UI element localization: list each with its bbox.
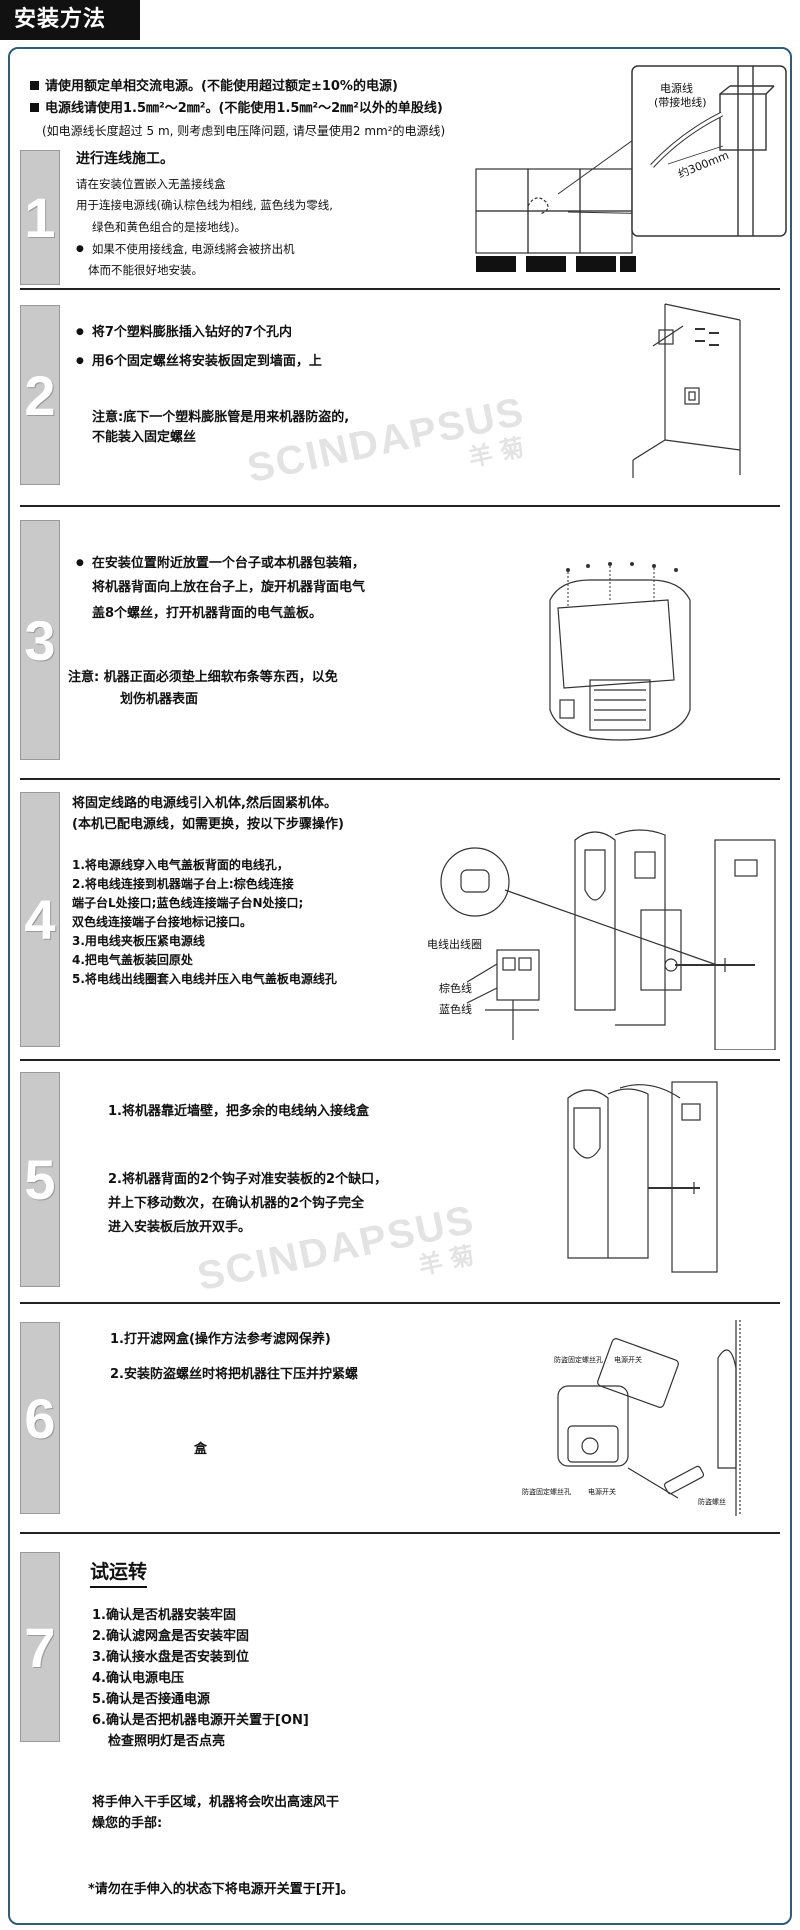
divider [20, 1532, 780, 1534]
step2-diagram [632, 303, 741, 478]
step7-line-1: 1.确认是否机器安装牢固 [92, 1608, 236, 1623]
step6-line-1: 1.打开滤网盒(操作方法参考滤网保养) [110, 1332, 331, 1347]
step4-line-2: (本机已配电源线，如需更换，按以下步骤操作) [72, 817, 344, 832]
step5-line-3: 并上下移动数次，在确认机器的2个钩子完全 [108, 1196, 365, 1211]
step3-line-1: 在安装位置附近放置一个台子或本机器包装箱， [76, 552, 365, 575]
step3-line-4: 注意: 机器正面必须垫上细软布条等东西，以免 [68, 670, 338, 685]
intro-line-1: 请使用额定单相交流电源。(不能使用超过额定±10%的电源) [30, 76, 550, 98]
step4-line-3: 1.将电源线穿入电气盖板背面的电线孔， [72, 858, 289, 872]
label-antitheft-hole-top: 防盗固定螺丝孔 [554, 1355, 603, 1364]
step6-line-3: 盒 [194, 1442, 208, 1457]
square-bullet-icon [30, 103, 39, 112]
step7-line-9: 燥您的手部: [92, 1816, 163, 1831]
step-number-7: 7 [20, 1552, 60, 1742]
cable-label-sub: (带接地线) [654, 95, 707, 109]
label-power-switch-top: 电源开关 [614, 1355, 642, 1364]
step7-line-4: 4.确认电源电压 [92, 1671, 184, 1686]
intro-line-3: (如电源线长度超过 5 m, 则考虑到电压降问题, 请尽量使用2 mm²的电源线… [42, 124, 446, 138]
label-antitheft-hole-bottom: 防盗固定螺丝孔 [522, 1487, 571, 1496]
step-number-6: 6 [20, 1322, 60, 1514]
step7-line-2: 2.确认滤网盒是否安装牢固 [92, 1629, 249, 1644]
step4-line-5: 端子台L处接口;蓝色线连接端子台N处接口; [72, 896, 304, 910]
step5-diagram [567, 1081, 718, 1273]
cable-label: 电源线 [660, 81, 693, 95]
step3-diagram [549, 562, 691, 741]
step7-warning: *请勿在手伸入的状态下将电源开关置于[开]。 [88, 1882, 354, 1897]
step5-line-1: 1.将机器靠近墙壁，把多余的电线纳入接线盒 [108, 1104, 369, 1119]
step4-line-4: 2.将电线连接到机器端子台上:棕色线连接 [72, 877, 294, 891]
step1-line-5: 体而不能很好地安装。 [88, 263, 203, 277]
step4-line-6: 双色线连接端子台接地标记接口。 [72, 915, 253, 929]
step7-line-6: 6.确认是否把机器电源开关置于[ON] [92, 1713, 309, 1728]
label-brown-wire: 棕色线 [439, 981, 472, 995]
step-number-4: 4 [20, 792, 60, 1047]
square-bullet-icon [30, 81, 39, 90]
step1-line-3: 绿色和黄色组合的是接地线)。 [92, 220, 246, 234]
step3-line-3: 盖8个螺丝，打开机器背面的电气盖板。 [92, 606, 323, 621]
step-number-2: 2 [20, 305, 60, 485]
content-frame [8, 47, 792, 1925]
intro-notes: 请使用额定单相交流电源。(不能使用超过额定±10%的电源) 电源线请使用1.5㎜… [30, 76, 550, 142]
step7-line-7: 检查照明灯是否点亮 [108, 1734, 226, 1749]
step3-line-5: 划伤机器表面 [120, 692, 199, 707]
step4-line-8: 4.把电气盖板装回原处 [72, 953, 193, 967]
step4-line-7: 3.用电线夹板压紧电源线 [72, 934, 205, 948]
step2-line-2: 用6个固定螺丝将安装板固定到墙面，上 [76, 352, 322, 371]
step1-title: 进行连线施工。 [76, 151, 174, 167]
step4-line-1: 将固定线路的电源线引入机体,然后固紧机体。 [72, 796, 337, 811]
step2-line-4: 不能装入固定螺丝 [92, 430, 197, 445]
step7-line-3: 3.确认接水盘是否安装到位 [92, 1650, 249, 1665]
step1-line-4: 如果不使用接线盒, 电源线將会被挤出机 [76, 239, 295, 260]
step-number-1: 1 [20, 150, 60, 285]
step5-line-4: 进入安装板后放开双手。 [108, 1220, 252, 1235]
label-power-switch-bottom: 电源开关 [588, 1487, 616, 1496]
step7-line-8: 将手伸入干手区域，机器将会吹出高速风干 [92, 1795, 340, 1810]
step1-diagram: 约300mm 电源线 (带接地线) [475, 65, 787, 272]
page-title: 安装方法 [0, 0, 140, 40]
step2-line-1: 将7个塑料膨胀插入钻好的7个孔内 [76, 323, 292, 342]
step6-diagram: 防盗固定螺丝孔 电源开关 防盗固定螺丝孔 电源开关 防盗螺丝 [522, 1320, 741, 1516]
divider [20, 505, 780, 507]
step1-line-2: 用于连接电源线(确认棕色线为相线, 蓝色线为零线, [76, 198, 333, 212]
step-number-3: 3 [20, 520, 60, 760]
step7-line-5: 5.确认是否接通电源 [92, 1692, 210, 1707]
step4-diagram: 电线出线圈 棕色线 蓝色线 [427, 829, 776, 1050]
label-blue-wire: 蓝色线 [439, 1002, 472, 1016]
step7-heading: 试运转 [90, 1557, 148, 1588]
divider [20, 288, 780, 290]
step1-line-1: 请在安装位置嵌入无盖接线盒 [76, 177, 226, 191]
divider [20, 1059, 780, 1061]
step2-line-3: 注意:底下一个塑料膨胀管是用来机器防盗的, [92, 410, 350, 425]
step6-line-2: 2.安装防盗螺丝时将把机器往下压并拧紧螺 [110, 1367, 358, 1382]
divider [20, 1302, 780, 1304]
step3-line-2: 将机器背面向上放在台子上，旋开机器背面电气 [92, 580, 366, 595]
label-antitheft-screw: 防盗螺丝 [698, 1497, 726, 1506]
step4-line-9: 5.将电线出线圈套入电线并压入电气盖板电源线孔 [72, 972, 337, 986]
label-wire-ring: 电线出线圈 [427, 937, 482, 951]
divider [20, 778, 780, 780]
step5-line-2: 2.将机器背面的2个钩子对准安装板的2个缺口， [108, 1172, 388, 1187]
intro-line-2: 电源线请使用1.5㎜²～2㎜²。(不能使用1.5㎜²～2㎜²以外的单股线) [30, 98, 550, 120]
step-number-5: 5 [20, 1072, 60, 1287]
